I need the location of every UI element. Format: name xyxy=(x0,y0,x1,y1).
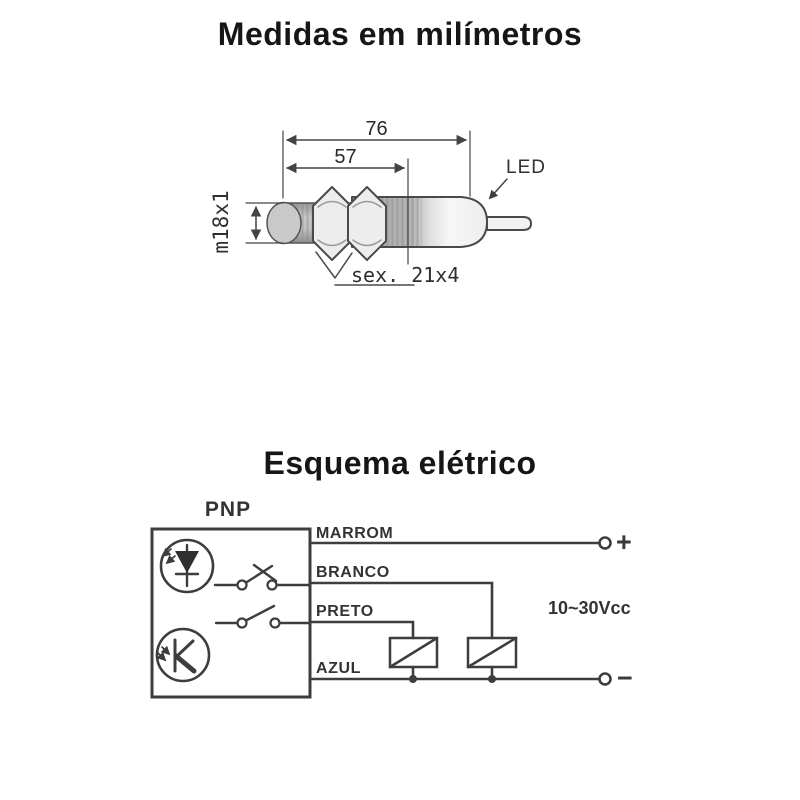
plus-terminal-circle xyxy=(598,536,612,550)
led-leader-arrow xyxy=(488,178,508,200)
minus-terminal-circle xyxy=(598,672,612,686)
emitter-diode-symbol xyxy=(159,538,215,594)
sensor-cable xyxy=(486,216,532,231)
supply-voltage-label: 10~30Vcc xyxy=(548,598,631,618)
minus-terminal-label: − xyxy=(617,663,633,693)
thread-spec-label: m18x1 xyxy=(209,190,233,254)
dim-line-76 xyxy=(282,130,471,199)
receiver-transistor-symbol xyxy=(155,627,211,683)
dim-line-diameter xyxy=(245,202,284,244)
sensor-dimension-drawing xyxy=(245,130,532,286)
hex-nut-1-shading xyxy=(317,200,347,247)
wire-label-branco: BRANCO xyxy=(316,564,390,581)
output-type-label: PNP xyxy=(204,498,252,521)
led-label: LED xyxy=(506,157,546,178)
wire-label-preto: PRETO xyxy=(316,603,374,620)
hex-nut-2-shading xyxy=(352,200,382,247)
hex-nut-1 xyxy=(312,186,352,261)
plus-terminal-label: + xyxy=(616,527,632,557)
wire-preto-line xyxy=(308,620,415,640)
pnp-sensor-box xyxy=(150,527,312,699)
wire-label-azul: AZUL xyxy=(316,660,362,677)
wire-branco-line xyxy=(308,581,494,640)
switch-nc-contact xyxy=(213,563,312,591)
electrical-schematic-drawing xyxy=(150,527,612,699)
dim-line-57 xyxy=(285,158,409,265)
dimensions-title: Medidas em milímetros xyxy=(217,16,583,52)
hex-spec-label: sex. 21x4 xyxy=(351,263,460,287)
junction-dot-1 xyxy=(409,675,417,683)
load-symbol-1 xyxy=(388,636,439,681)
dim-total-length-label: 76 xyxy=(365,118,388,140)
hex-spec-leader xyxy=(315,251,415,286)
wire-label-marrom: MARROM xyxy=(316,525,394,542)
schematic-title: Esquema elétrico xyxy=(263,445,537,481)
switch-no-contact xyxy=(214,604,312,629)
load-symbol-2 xyxy=(466,636,518,681)
hex-nut-2 xyxy=(347,186,387,261)
junction-dot-2 xyxy=(488,675,496,683)
dim-thread-length-label: 57 xyxy=(334,146,357,168)
sensor-front-face xyxy=(266,201,302,245)
